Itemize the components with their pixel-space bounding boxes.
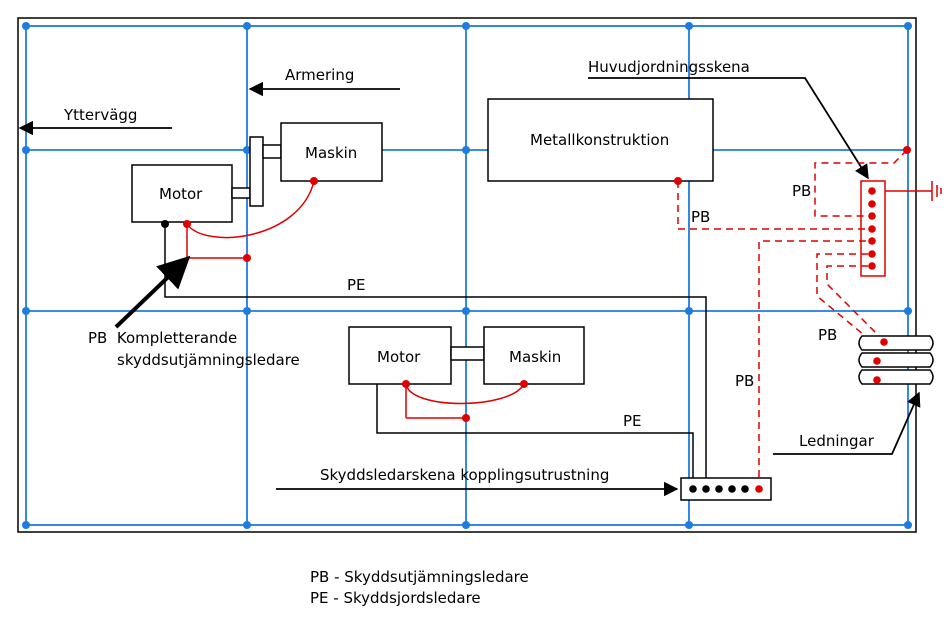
motor-bottom-label: Motor	[377, 348, 421, 366]
skyddsledarskena-terminals	[689, 485, 749, 493]
pe-upper-label: PE	[347, 276, 366, 294]
legend: PB - Skyddsutjämningsledare PE - Skyddsj…	[310, 567, 529, 609]
skyddsledarskena-bar	[680, 477, 772, 501]
pe-terminal-motor-top	[161, 220, 169, 228]
pe-lower-label: PE	[623, 412, 642, 430]
ground-symbol-icon	[931, 181, 942, 201]
motor-top-box	[131, 164, 233, 223]
pb-supplementary-label-line1: PB Kompletterande	[88, 329, 237, 347]
maskin-bottom-box	[483, 326, 585, 385]
yttervagg-label: Yttervägg	[63, 106, 137, 124]
maskin-bottom-label: Maskin	[509, 348, 561, 366]
coupling-shaft-top	[262, 144, 282, 159]
maskin-top-label: Maskin	[305, 144, 357, 162]
metallkonstruktion-box	[487, 98, 714, 182]
pb-metal-label: PB	[691, 208, 710, 226]
shaft-bottom	[450, 346, 485, 361]
shaft-top	[231, 187, 251, 199]
ledningar-label: Ledningar	[799, 432, 875, 450]
reinforcement-grid	[25, 25, 909, 526]
bonding-terminals	[183, 146, 911, 422]
pb-supplementary-label-line2: skyddsutjämningsledare	[117, 351, 300, 369]
pb-conductors-dashed	[677, 149, 908, 489]
armering-label: Armering	[285, 66, 354, 84]
pb-hub-label: PB	[792, 182, 811, 200]
skyddsledarskena-label: Skyddsledarskena kopplingsutrustning	[320, 466, 609, 484]
ledningar-cables	[858, 335, 934, 385]
huvudjordningsskena-arrow	[588, 77, 869, 180]
skyddsledarskena-pb-terminal	[755, 485, 763, 493]
pb-vertical-label: PB	[735, 372, 754, 390]
cable-terminals	[873, 338, 888, 384]
motor-top-label: Motor	[159, 185, 203, 203]
metallkonstruktion-label: Metallkonstruktion	[530, 131, 669, 149]
ledningar-arrow	[773, 391, 921, 455]
maskin-top-box	[280, 122, 383, 182]
grid-nodes	[22, 22, 912, 529]
coupling-top	[249, 136, 264, 207]
pe-conductor-lower	[376, 384, 694, 489]
huvudjordningsskena-label: Huvudjordningsskena	[588, 58, 750, 76]
outer-wall	[17, 17, 917, 533]
motor-bottom-box	[348, 326, 452, 385]
pb-right-label: PB	[818, 326, 837, 344]
legend-pe: PE - Skyddsjordsledare	[310, 589, 481, 607]
legend-pb: PB - Skyddsutjämningsledare	[310, 568, 529, 586]
huvudjordningsskena-terminals	[868, 187, 876, 270]
pb-supplementary-arrow	[114, 255, 191, 329]
